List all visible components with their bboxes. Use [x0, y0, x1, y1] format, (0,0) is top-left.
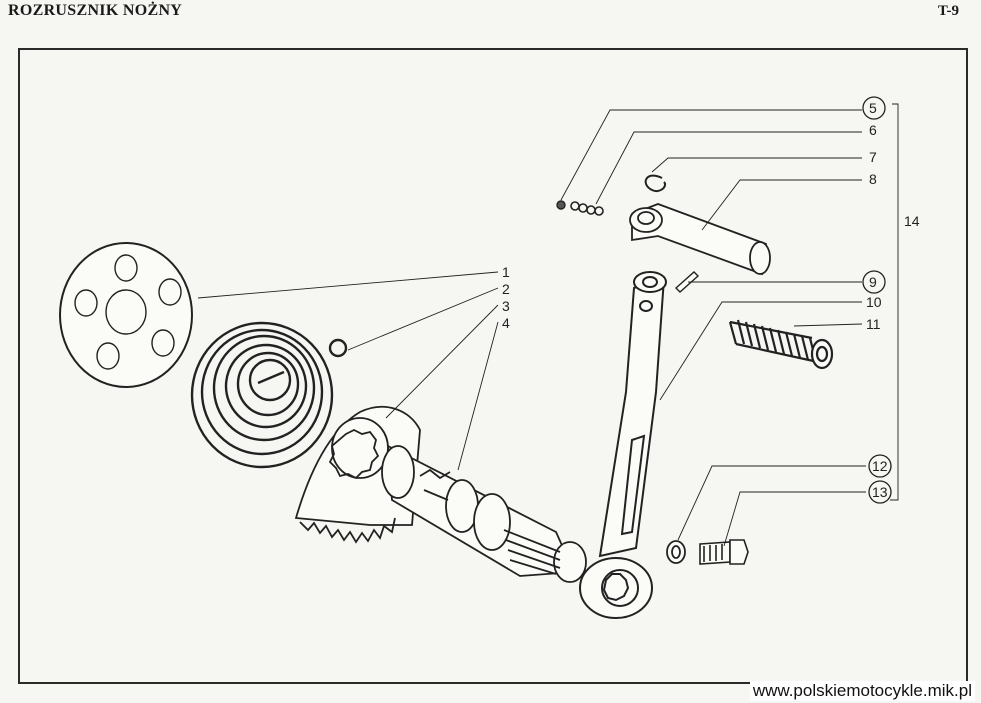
callout-10: 10: [866, 294, 882, 310]
callout-5: 5: [869, 100, 877, 116]
diagram-frame: [18, 48, 968, 684]
page-title: ROZRUSZNIK NOŻNY: [8, 2, 183, 19]
callout-14: 14: [904, 213, 920, 229]
callout-11: 11: [866, 316, 881, 332]
callout-13: 13: [872, 484, 888, 500]
part-10-kick-lever: [579, 271, 667, 619]
part-11-coil-spring: [728, 319, 834, 370]
leader-lines: [197, 103, 899, 547]
part-12-washer: [666, 540, 686, 564]
callout-circle-9: [862, 270, 886, 294]
callout-6: 6: [869, 122, 877, 138]
callout-12: 12: [872, 458, 888, 474]
callout-3: 3: [502, 298, 510, 314]
part-5-ball: [556, 200, 566, 210]
part-2-spiral-spring: [190, 321, 348, 469]
callout-1: 1: [502, 264, 510, 280]
callout-7: 7: [869, 149, 877, 165]
callout-circle-12: [868, 454, 892, 478]
part-1-cover-disc: [59, 242, 193, 388]
callout-circle-5: [862, 96, 886, 120]
part-4-splined-shaft: [381, 444, 587, 583]
website-footer: www.polskiemotocykle.mik.pl: [749, 681, 975, 701]
part-7-circlip: [644, 174, 666, 192]
part-13-bolt: [699, 539, 749, 565]
callout-4: 4: [502, 315, 510, 331]
part-8-pedal-arm: [629, 203, 771, 276]
part-9-pin: [674, 271, 700, 293]
part-6-small-spring: [570, 201, 604, 216]
callout-2: 2: [502, 281, 510, 297]
part-3-gear-segment: [294, 405, 421, 544]
callout-9: 9: [869, 274, 877, 290]
callout-8: 8: [869, 171, 877, 187]
page-code: T-9: [937, 3, 959, 19]
callout-circle-13: [868, 480, 892, 504]
